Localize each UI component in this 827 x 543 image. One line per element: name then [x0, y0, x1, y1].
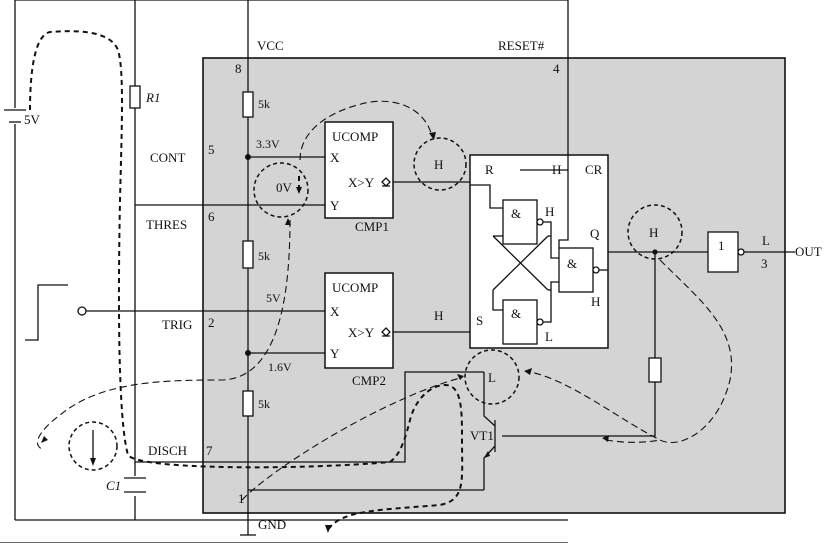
cmp2-out-state: H: [434, 308, 443, 323]
cmp2-in-y: Y: [330, 346, 340, 361]
v-high-label: 3.3V: [256, 137, 280, 151]
probe-circle-vt-base: [464, 349, 520, 405]
gate3-symbol: &: [567, 256, 577, 271]
r-mid-label: 5k: [258, 249, 270, 263]
gnd-label: GND: [258, 517, 286, 532]
r1-label: R1: [145, 90, 160, 105]
cmp2-name: CMP2: [352, 373, 386, 388]
gate3-in-state: H: [591, 294, 600, 309]
latch-name: CR: [585, 162, 603, 177]
probe-q-state: H: [649, 225, 658, 240]
trig-label: TRIG: [162, 317, 192, 332]
open-collector-icon-cmp1: [381, 177, 391, 187]
cmp1-in-x: X: [330, 150, 340, 165]
gate1-symbol: &: [511, 206, 521, 221]
gnd-pin-number: 1: [238, 491, 245, 506]
gate1-out-state: H: [545, 204, 554, 219]
cont-label: CONT: [150, 150, 185, 165]
c1-label: C1: [106, 478, 121, 493]
divider-rail: [240, 0, 256, 536]
cmp2-in-x: X: [330, 304, 340, 319]
capacitor-c1: [124, 477, 146, 493]
nand-gate-3: [558, 247, 594, 293]
nand-gate-2: [502, 299, 538, 345]
divider-resistor-bot: [242, 390, 254, 417]
transistor-vt1: [483, 372, 496, 490]
reset-pin-number: 4: [553, 61, 560, 76]
r-top-label: 5k: [258, 97, 270, 111]
v-low-label: 1.6V: [268, 360, 292, 374]
probe-vt-base-state: L: [488, 370, 496, 385]
thres-label: THRES: [146, 217, 187, 232]
probe-circle-q: [627, 204, 683, 260]
out-pin-number: 3: [761, 256, 768, 271]
disch-pin-number: 7: [206, 443, 213, 458]
v-trig-label: 5V: [266, 291, 281, 305]
out-label: OUT: [795, 244, 822, 259]
gate2-out-state: L: [545, 329, 553, 344]
probe-circle-thres: [253, 162, 309, 218]
reset-label: RESET#: [498, 38, 545, 53]
cont-pin-number: 5: [208, 142, 215, 157]
gate2-symbol: &: [511, 306, 521, 321]
inverter-gate: [707, 231, 739, 273]
vcc-pin-number: 8: [235, 61, 242, 76]
vcc-label: VCC: [257, 38, 284, 53]
trig-input-terminal: [77, 306, 87, 316]
latch-wiring: [470, 155, 608, 323]
comparator-cmp1: [324, 121, 394, 219]
cmp1-title: UCOMP: [332, 129, 378, 144]
cmp1-name: CMP1: [355, 219, 389, 234]
vt1-label: VT1: [470, 428, 494, 443]
cmp2-out-label: X>Y: [348, 325, 375, 340]
disch-label: DISCH: [148, 443, 187, 458]
out-state: L: [762, 233, 770, 248]
nand-gate-1: [502, 199, 538, 245]
divider-resistor-mid: [242, 240, 254, 269]
probe-thres-value: 0V: [276, 180, 293, 195]
divider-resistor-top: [242, 91, 254, 118]
battery-symbol: [4, 109, 26, 123]
base-resistor: [648, 357, 662, 383]
supply-voltage-label: 5V: [24, 112, 41, 127]
probe-latch-r-state: H: [434, 157, 443, 172]
resistor-r1: [129, 85, 141, 109]
trig-pin-number: 2: [208, 315, 215, 330]
thres-pin-number: 6: [208, 209, 215, 224]
r-bot-label: 5k: [258, 397, 270, 411]
latch-s-label: S: [476, 313, 483, 328]
latch-r-label: R: [485, 162, 494, 177]
comparator-cmp2: [324, 272, 394, 369]
open-collector-icon-cmp2: [381, 327, 391, 337]
external-wiring: [0, 0, 569, 543]
cmp1-in-y: Y: [330, 198, 340, 213]
inverter-symbol: 1: [718, 238, 725, 253]
latch-q-label: Q: [590, 226, 600, 241]
trigger-pulse-icon: [25, 284, 68, 341]
cmp2-title: UCOMP: [332, 280, 378, 295]
probe-circle-latch-r: [413, 137, 467, 191]
flow-paths: [29, 30, 732, 533]
cmp1-out-label: X>Y: [348, 175, 375, 190]
cap-arrow-icon: [90, 458, 96, 466]
probe-circle-cap: [68, 421, 118, 471]
